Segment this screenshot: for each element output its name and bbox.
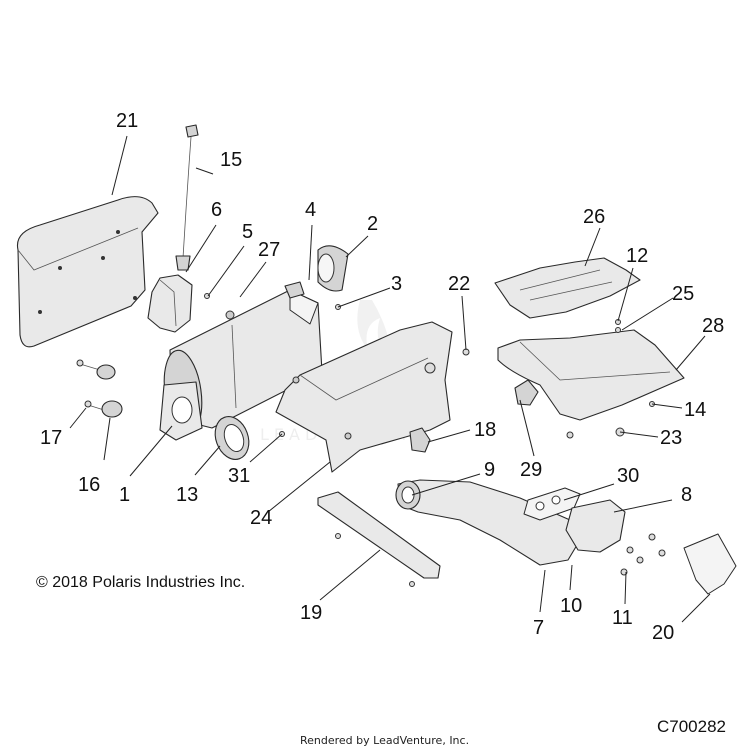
callout-20: 20	[652, 622, 675, 644]
callout-16: 16	[78, 474, 101, 496]
part-8-exhaust-manifold	[565, 499, 626, 553]
callout-11: 11	[612, 607, 633, 629]
callout-26: 26	[583, 206, 606, 228]
render-credit: Rendered by LeadVenture, Inc.	[300, 734, 470, 747]
callout-22: 22	[448, 273, 471, 295]
callout-24: 24	[250, 507, 273, 529]
part-18-bracket	[409, 427, 431, 453]
diagram-code: C700282	[657, 717, 727, 736]
part-11-fasteners	[620, 533, 666, 576]
callout-23: 23	[660, 427, 683, 449]
callout-7: 7	[533, 617, 545, 639]
leader-lines	[69, 135, 711, 623]
callout-28: 28	[702, 315, 725, 337]
copyright-notice: © 2018 Polaris Industries Inc.	[36, 574, 246, 591]
callout-17: 17	[40, 427, 63, 449]
callout-2: 2	[367, 213, 379, 235]
callout-4: 4	[305, 199, 317, 221]
callout-9: 9	[484, 459, 496, 481]
callout-8: 8	[681, 484, 693, 506]
part-15-oxygen-sensor	[175, 124, 199, 271]
callout-12: 12	[626, 245, 649, 267]
callout-15: 15	[220, 149, 243, 171]
callout-19: 19	[300, 602, 323, 624]
part-28-skid-shield	[497, 329, 685, 421]
part-2-outlet-tip	[317, 245, 349, 292]
callout-31: 31	[228, 465, 251, 487]
part-21-heat-shield	[16, 196, 159, 348]
part-26-upper-heat-shield	[494, 257, 641, 319]
part-24-lower-heat-shield	[275, 321, 453, 473]
callout-27: 27	[258, 239, 281, 261]
callout-14: 14	[684, 399, 707, 421]
callout-13: 13	[176, 484, 199, 506]
small-fasteners	[204, 293, 655, 587]
part-13-gasket-ring	[214, 416, 250, 460]
part-6-sensor-bracket	[147, 274, 193, 333]
callout-5: 5	[242, 221, 254, 243]
part-1-catalytic-converter	[159, 281, 323, 441]
part-9-header-pipe	[395, 479, 581, 566]
callout-25: 25	[672, 283, 695, 305]
callout-3: 3	[391, 273, 403, 295]
callout-6: 6	[211, 199, 223, 221]
callout-21: 21	[116, 110, 139, 132]
part-16-17-grommets-bolts	[76, 359, 123, 418]
callout-30: 30	[617, 465, 640, 487]
part-19-mounting-strap	[317, 491, 441, 579]
callout-18: 18	[474, 419, 497, 441]
callout-1: 1	[119, 484, 131, 506]
callout-10: 10	[560, 595, 583, 617]
part-29-bracket	[514, 379, 539, 406]
callout-29: 29	[520, 459, 543, 481]
part-20-shield-plate	[683, 533, 737, 595]
